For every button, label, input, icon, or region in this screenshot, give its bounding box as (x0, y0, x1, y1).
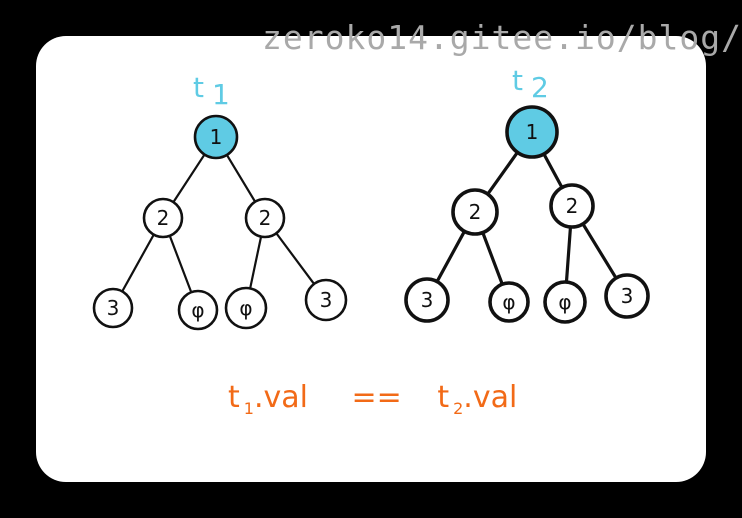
node-circle (177, 289, 219, 331)
tree-node-rr: 3 (304, 278, 348, 322)
tree-node-rl: φ (224, 286, 268, 330)
node-circle (92, 287, 134, 329)
node-circle (304, 278, 348, 322)
node-value: φ (191, 298, 204, 322)
tree-label-t1: t 1 (193, 71, 230, 111)
node-value: 3 (320, 288, 333, 312)
node-circle (404, 277, 450, 323)
node-circle (543, 280, 587, 324)
tree-label-t1-var: t (193, 71, 204, 104)
node-value: 3 (621, 284, 634, 308)
node-circle (505, 105, 559, 159)
node-circle (488, 281, 530, 323)
equation-right-field: .val (463, 380, 518, 415)
tree-edge (249, 235, 263, 290)
node-value: 2 (469, 200, 482, 224)
tree-t1: 1 2 2 3 φ φ 3 (92, 114, 348, 331)
tree-node-ll: 3 (404, 277, 450, 323)
tree-label-t2: t 2 (512, 64, 549, 104)
node-value: 1 (210, 125, 223, 149)
tree-node-l: 2 (451, 188, 499, 236)
node-value: φ (558, 290, 571, 314)
equation-right-var: t (437, 380, 450, 415)
node-circle (193, 114, 239, 160)
tree-node-root: 1 (505, 105, 559, 159)
tree-node-r: 2 (549, 183, 595, 229)
node-value: 2 (157, 206, 170, 230)
node-value: φ (239, 296, 252, 320)
tree-edge (481, 230, 504, 286)
equation-operator: == (351, 380, 402, 415)
tree-label-t2-var: t (512, 64, 523, 97)
tree-edge (564, 225, 573, 284)
tree-node-lr: φ (488, 281, 530, 323)
node-circle (549, 183, 595, 229)
tree-node-root: 1 (193, 114, 239, 160)
tree-label-t2-sub: 2 (531, 71, 549, 104)
node-circle (244, 197, 286, 239)
equation-left-field: .val (253, 380, 308, 415)
tree-node-lr: φ (177, 289, 219, 331)
tree-label-t1-sub: 1 (212, 78, 230, 111)
node-circle (142, 197, 184, 239)
tree-edge (168, 234, 193, 294)
tree-edge (581, 222, 618, 280)
node-circle (451, 188, 499, 236)
diagram-card (36, 36, 706, 482)
tree-node-rr: 3 (604, 273, 650, 319)
tree-node-ll: 3 (92, 287, 134, 329)
node-circle (224, 286, 268, 330)
tree-edge (486, 150, 520, 196)
equation-left-var: t (228, 380, 240, 415)
tree-edge (121, 233, 155, 293)
tree-t2: 1 2 2 3 φ φ 3 (404, 105, 650, 324)
node-value: φ (502, 290, 515, 314)
tree-node-r: 2 (244, 197, 286, 239)
node-value: 2 (259, 206, 272, 230)
tree-edge (275, 232, 316, 286)
tree-edge (542, 152, 564, 190)
node-circle (604, 273, 650, 319)
tree-edge (435, 229, 467, 284)
tree-edge (172, 153, 206, 204)
watermark-text: zeroko14.gitee.io/blog/ (262, 18, 742, 57)
equation-left-sub: 1 (243, 399, 254, 418)
tree-edge (225, 153, 257, 203)
node-value: 3 (421, 288, 434, 312)
equation-right-sub: 2 (453, 399, 464, 418)
node-value: 2 (566, 194, 579, 218)
node-value: 1 (526, 120, 539, 144)
node-value: 3 (107, 296, 120, 320)
tree-node-l: 2 (142, 197, 184, 239)
tree-node-rl: φ (543, 280, 587, 324)
